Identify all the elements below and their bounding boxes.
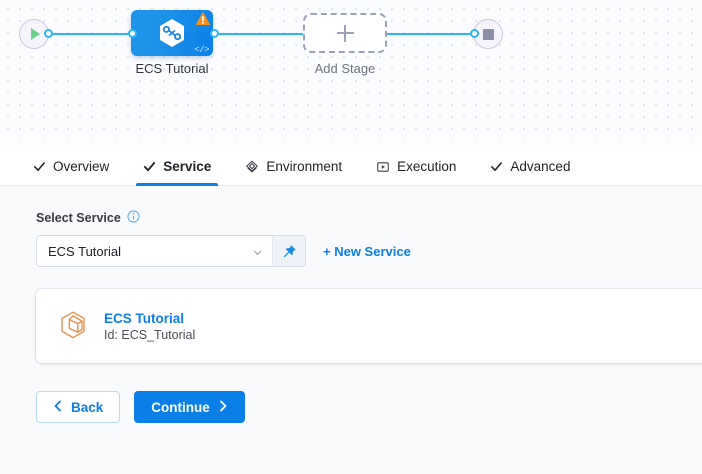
select-service-label: Select Service [36,211,121,225]
chevron-down-icon [252,246,263,257]
cube-outline-icon [61,311,85,339]
tab-environment[interactable]: Environment [228,148,359,185]
stage-node-output-port[interactable] [210,29,219,38]
tab-execution[interactable]: Execution [359,148,473,185]
tab-overview[interactable]: Overview [16,148,126,185]
service-select[interactable]: ECS Tutorial [36,235,306,267]
continue-button-label: Continue [151,399,210,415]
back-button[interactable]: Back [36,391,121,423]
selected-service-card[interactable]: ECS Tutorial Id: ECS_Tutorial [36,289,702,363]
tab-service-label: Service [163,159,212,174]
edge-start-to-stage [48,33,132,35]
warning-triangle-icon[interactable] [195,11,211,26]
stop-icon [482,28,494,40]
service-card-id: Id: ECS_Tutorial [104,327,196,342]
play-box-icon [376,160,390,174]
service-card-title[interactable]: ECS Tutorial [104,310,185,326]
chevron-left-icon [53,400,63,415]
continue-button[interactable]: Continue [134,391,245,423]
wizard-footer-buttons: Back Continue [36,391,245,423]
service-select-field[interactable]: ECS Tutorial [37,236,273,266]
info-icon[interactable] [127,210,140,226]
tab-service[interactable]: Service [126,148,228,186]
plus-icon [336,24,354,42]
tab-advanced-label: Advanced [510,159,571,174]
service-config-pane: Select Service ECS Tutorial [0,186,702,474]
service-card-texts: ECS Tutorial Id: ECS_Tutorial [104,311,195,342]
pipeline-canvas[interactable]: </> ECS Tutorial Add Stage [0,0,702,148]
add-stage-node[interactable] [303,13,387,53]
stage-node-ecs-tutorial[interactable]: </> [131,10,213,56]
check-icon [490,160,503,173]
back-button-label: Back [71,399,104,415]
pin-service-button[interactable] [273,236,305,266]
check-icon [143,160,156,173]
service-select-value: ECS Tutorial [48,243,121,259]
stage-node-label: ECS Tutorial [135,61,209,76]
pin-icon [283,244,296,257]
tab-overview-label: Overview [53,159,110,174]
play-icon [31,28,40,40]
select-service-label-row: Select Service [36,210,702,226]
chevron-right-icon [218,400,228,415]
stage-node-input-port[interactable] [128,29,137,38]
add-stage-label: Add Stage [314,61,376,76]
new-service-link[interactable]: + New Service [323,243,411,259]
canvas-bottom-fade [0,132,702,148]
tab-advanced[interactable]: Advanced [473,148,587,185]
harness-hexagon-icon [160,19,184,47]
stage-config-tabs: Overview Service Environment Exec [0,148,702,186]
code-brackets-icon[interactable]: </> [194,45,209,55]
tab-environment-label: Environment [266,159,343,174]
edge-stage-to-add [214,33,306,35]
select-service-row: ECS Tutorial + New Service [36,235,702,267]
start-node-port[interactable] [44,29,53,38]
tab-execution-label: Execution [397,159,457,174]
layers-icon [245,160,259,174]
end-node-port[interactable] [470,29,479,38]
edge-add-to-end [386,33,474,35]
check-icon [33,160,46,173]
